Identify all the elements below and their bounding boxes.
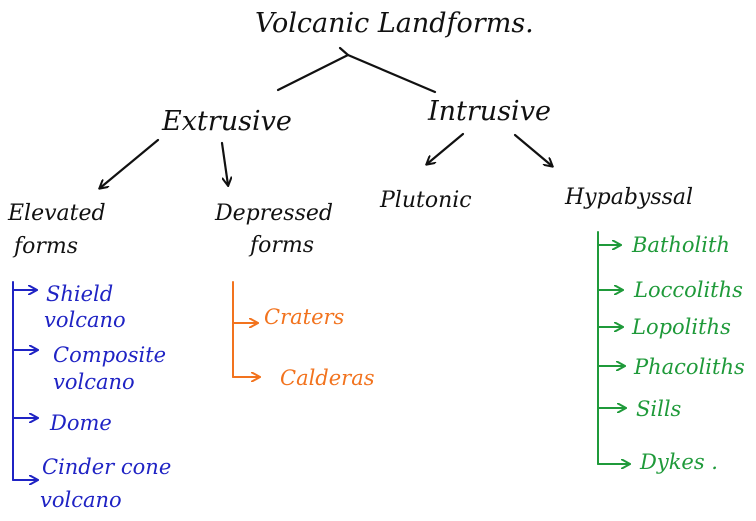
node-intrusive: Intrusive [428, 96, 551, 127]
leaf-cinder-cone-volcano-line2: volcano [40, 488, 122, 512]
node-elevated-forms-line1: Elevated [8, 201, 106, 226]
node-elevated-forms-line2: forms [14, 234, 79, 259]
leaf-loccoliths: Loccoliths [634, 278, 743, 302]
leaf-phacoliths: Phacoliths [634, 355, 745, 379]
node-plutonic: Plutonic [380, 188, 472, 213]
leaf-composite-volcano-line2: volcano [53, 370, 135, 394]
leaf-batholith: Batholith [632, 233, 730, 257]
leaf-dykes: Dykes . [640, 450, 718, 474]
leaf-shield-volcano-line1: Shield [46, 282, 114, 306]
leaf-shield-volcano-line2: volcano [44, 308, 126, 332]
leaf-dome: Dome [50, 411, 112, 435]
leaf-craters: Craters [264, 305, 345, 329]
node-hypabyssal: Hypabyssal [565, 185, 694, 210]
leaf-lopoliths: Lopoliths [632, 315, 731, 339]
leaf-cinder-cone-volcano-line1: Cinder cone [42, 455, 172, 479]
node-depressed-forms-line1: Depressed [215, 201, 333, 226]
title-branch [276, 46, 437, 94]
level1-arrows [100, 132, 552, 188]
leaf-calderas: Calderas [280, 366, 375, 390]
depressed-bracket [232, 281, 259, 377]
node-depressed-forms-line2: forms [250, 233, 315, 258]
leaf-composite-volcano-line1: Composite [53, 343, 167, 367]
hypabyssal-bracket [597, 231, 629, 464]
diagram-title: Volcanic Landforms. [255, 8, 534, 39]
elevated-bracket [12, 281, 37, 480]
node-extrusive: Extrusive [162, 106, 292, 137]
leaf-sills: Sills [636, 397, 682, 421]
